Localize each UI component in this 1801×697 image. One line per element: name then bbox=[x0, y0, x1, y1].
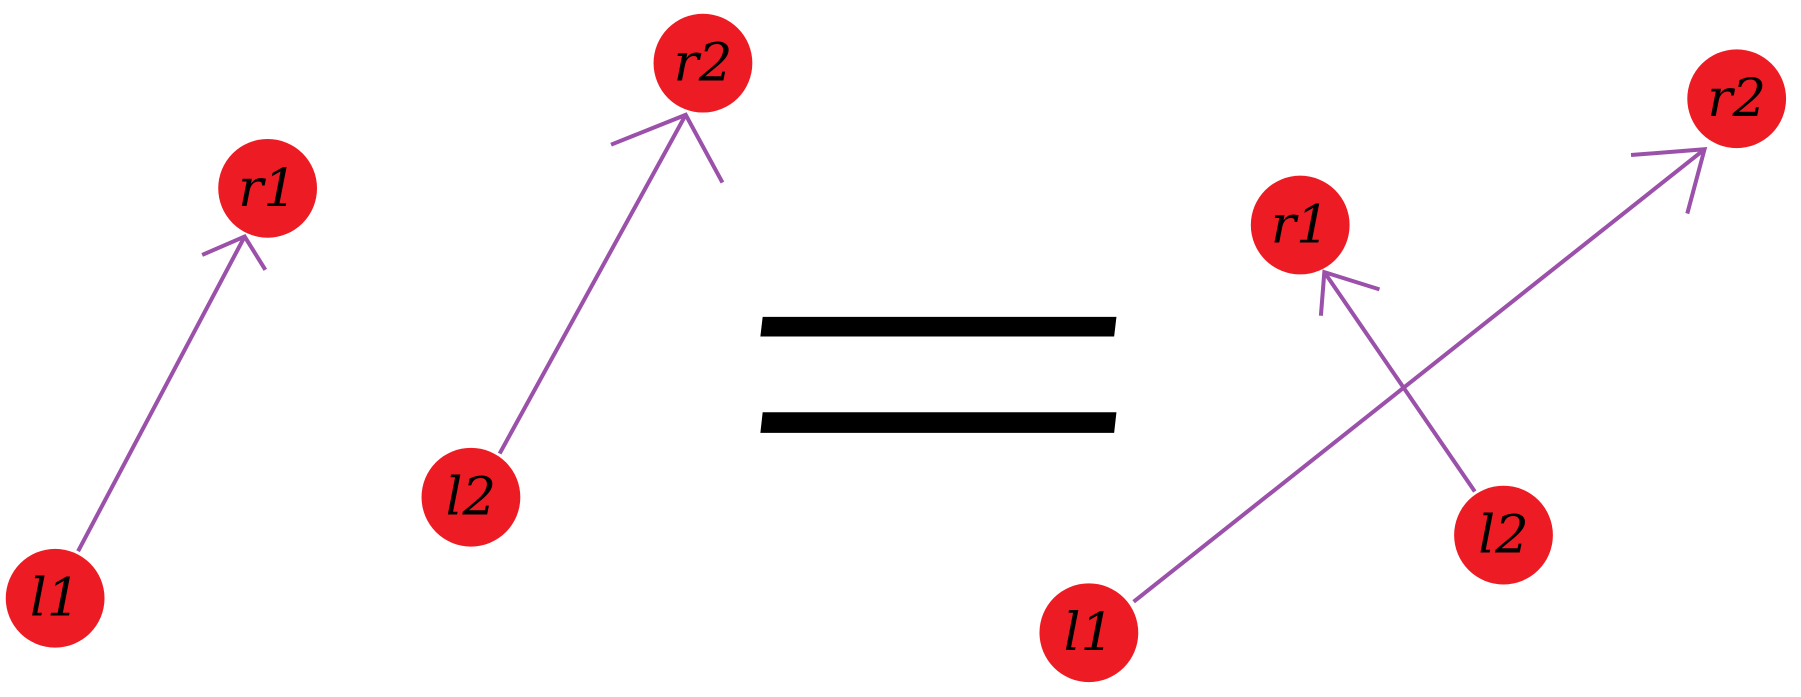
left-diagram: l1 r1 l2 r2 bbox=[5, 13, 753, 648]
right-diagram: r1 r2 l2 l1 bbox=[1039, 49, 1787, 683]
edge-l1-r1 bbox=[76, 234, 268, 553]
equals-bar-top bbox=[760, 316, 1117, 337]
arrowhead-icon bbox=[201, 234, 268, 271]
edge-l1-r2 bbox=[1132, 147, 1708, 604]
node-l2: l2 bbox=[1454, 485, 1553, 585]
node-l1: l1 bbox=[1039, 583, 1139, 683]
node-label: r2 bbox=[674, 33, 733, 94]
node-label: r2 bbox=[1707, 68, 1766, 129]
node-r1: r1 bbox=[1250, 175, 1350, 275]
edge-l2-r1 bbox=[1318, 269, 1477, 493]
node-label: l1 bbox=[1064, 602, 1115, 663]
arrowhead-icon bbox=[1630, 147, 1708, 215]
node-r1: r1 bbox=[218, 138, 318, 238]
equals-sign bbox=[760, 316, 1117, 433]
arrowhead-icon bbox=[1318, 269, 1381, 316]
node-label: r1 bbox=[238, 158, 297, 219]
node-label: r1 bbox=[1271, 195, 1330, 256]
node-r2: r2 bbox=[653, 13, 753, 113]
node-label: l2 bbox=[446, 467, 497, 528]
equals-bar-bottom bbox=[760, 412, 1117, 433]
node-l1: l1 bbox=[5, 548, 105, 648]
arrowhead-icon bbox=[610, 112, 725, 184]
node-l2: l2 bbox=[421, 447, 521, 547]
node-label: l1 bbox=[30, 568, 81, 629]
edge-l2-r2 bbox=[497, 112, 725, 455]
node-r2: r2 bbox=[1687, 49, 1787, 149]
node-label: l2 bbox=[1478, 505, 1529, 566]
